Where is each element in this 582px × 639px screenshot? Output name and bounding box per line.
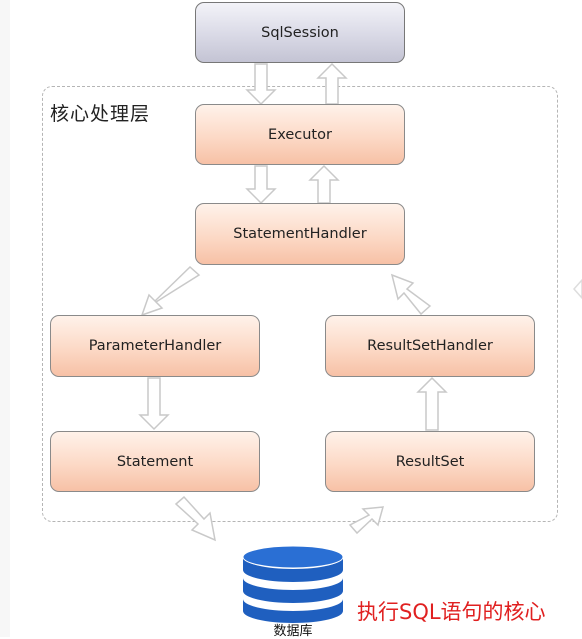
arrow-statementhandler-to-executor [308, 164, 340, 204]
caption-text: 执行SQL语句的核心 [357, 600, 546, 624]
database-label: 数据库 [273, 624, 313, 639]
arrow-resultset-to-resultsethandler [416, 376, 448, 431]
resultsethandler-box: ResultSetHandler [325, 315, 535, 377]
database-icon [242, 545, 344, 623]
parameterhandler-box: ParameterHandler [50, 315, 260, 377]
arrow-database-to-resultset [348, 506, 385, 535]
core-processing-layer-region [42, 86, 558, 522]
resultset-box: ResultSet [325, 431, 535, 492]
arrow-resultsethandler-to-statementhandler [390, 273, 432, 316]
sqlsession-box: SqlSession [195, 2, 405, 63]
arrow-executor-to-session [316, 62, 348, 105]
partial-arrow-right-edge [572, 278, 582, 300]
arrow-session-to-executor [245, 63, 277, 106]
executor-box: Executor [195, 104, 405, 165]
statementhandler-box: StatementHandler [195, 203, 405, 265]
statement-box: Statement [50, 431, 260, 492]
left-edge-shade [0, 0, 10, 637]
arrow-executor-to-statementhandler [245, 165, 277, 205]
arrow-parameterhandler-to-statement [138, 377, 170, 431]
arrow-statement-to-database [174, 495, 216, 542]
region-title: 核心处理层 [50, 103, 151, 125]
arrow-statementhandler-to-parameterhandler [140, 265, 201, 317]
